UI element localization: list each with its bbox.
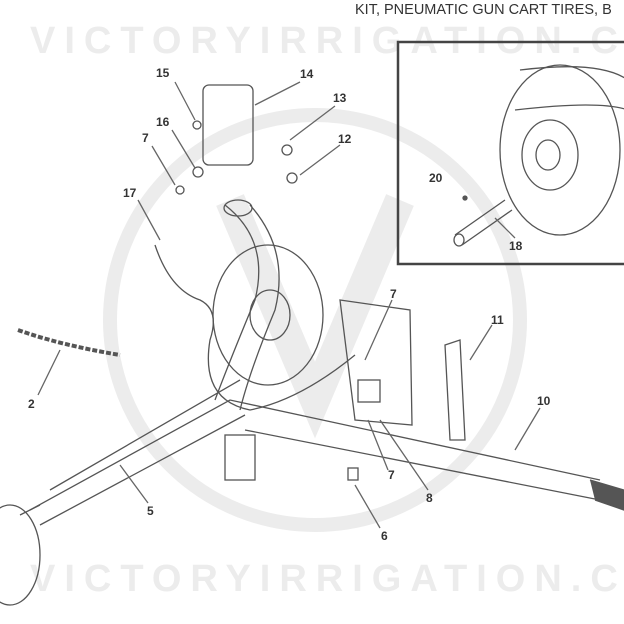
callout-13: 13 <box>333 91 347 105</box>
callout-17: 17 <box>123 186 137 200</box>
callout-7-bottom: 7 <box>388 468 395 482</box>
callout-10: 10 <box>537 394 551 408</box>
inset-title: KIT, PNEUMATIC GUN CART TIRES, B <box>355 2 612 18</box>
valve <box>202 84 254 166</box>
chain <box>17 328 121 357</box>
callout-11: 11 <box>491 313 504 327</box>
main-tube <box>29 399 601 526</box>
gooseneck <box>214 204 280 411</box>
hose <box>154 244 356 411</box>
callout-12: 12 <box>338 132 352 146</box>
callout-6: 6 <box>381 529 388 543</box>
callout-2: 2 <box>28 397 35 411</box>
watermark-bottom: VICTORYIRRIGATION.COM <box>30 558 624 600</box>
callout-5: 5 <box>147 504 154 518</box>
axle-pin <box>454 199 513 246</box>
watermark-logo <box>103 108 527 532</box>
callout-8: 8 <box>426 491 433 505</box>
callout-7-bracket: 7 <box>390 287 397 301</box>
inset-box <box>396 40 624 266</box>
callout-7-top: 7 <box>142 131 149 145</box>
callout-18: 18 <box>509 239 523 253</box>
callout-15: 15 <box>156 66 170 80</box>
bracket <box>339 299 413 426</box>
callout-20: 20 <box>429 171 443 185</box>
callout-16: 16 <box>156 115 170 129</box>
callout-14: 14 <box>300 67 314 81</box>
latch <box>444 339 466 441</box>
inset-tire <box>499 64 621 236</box>
